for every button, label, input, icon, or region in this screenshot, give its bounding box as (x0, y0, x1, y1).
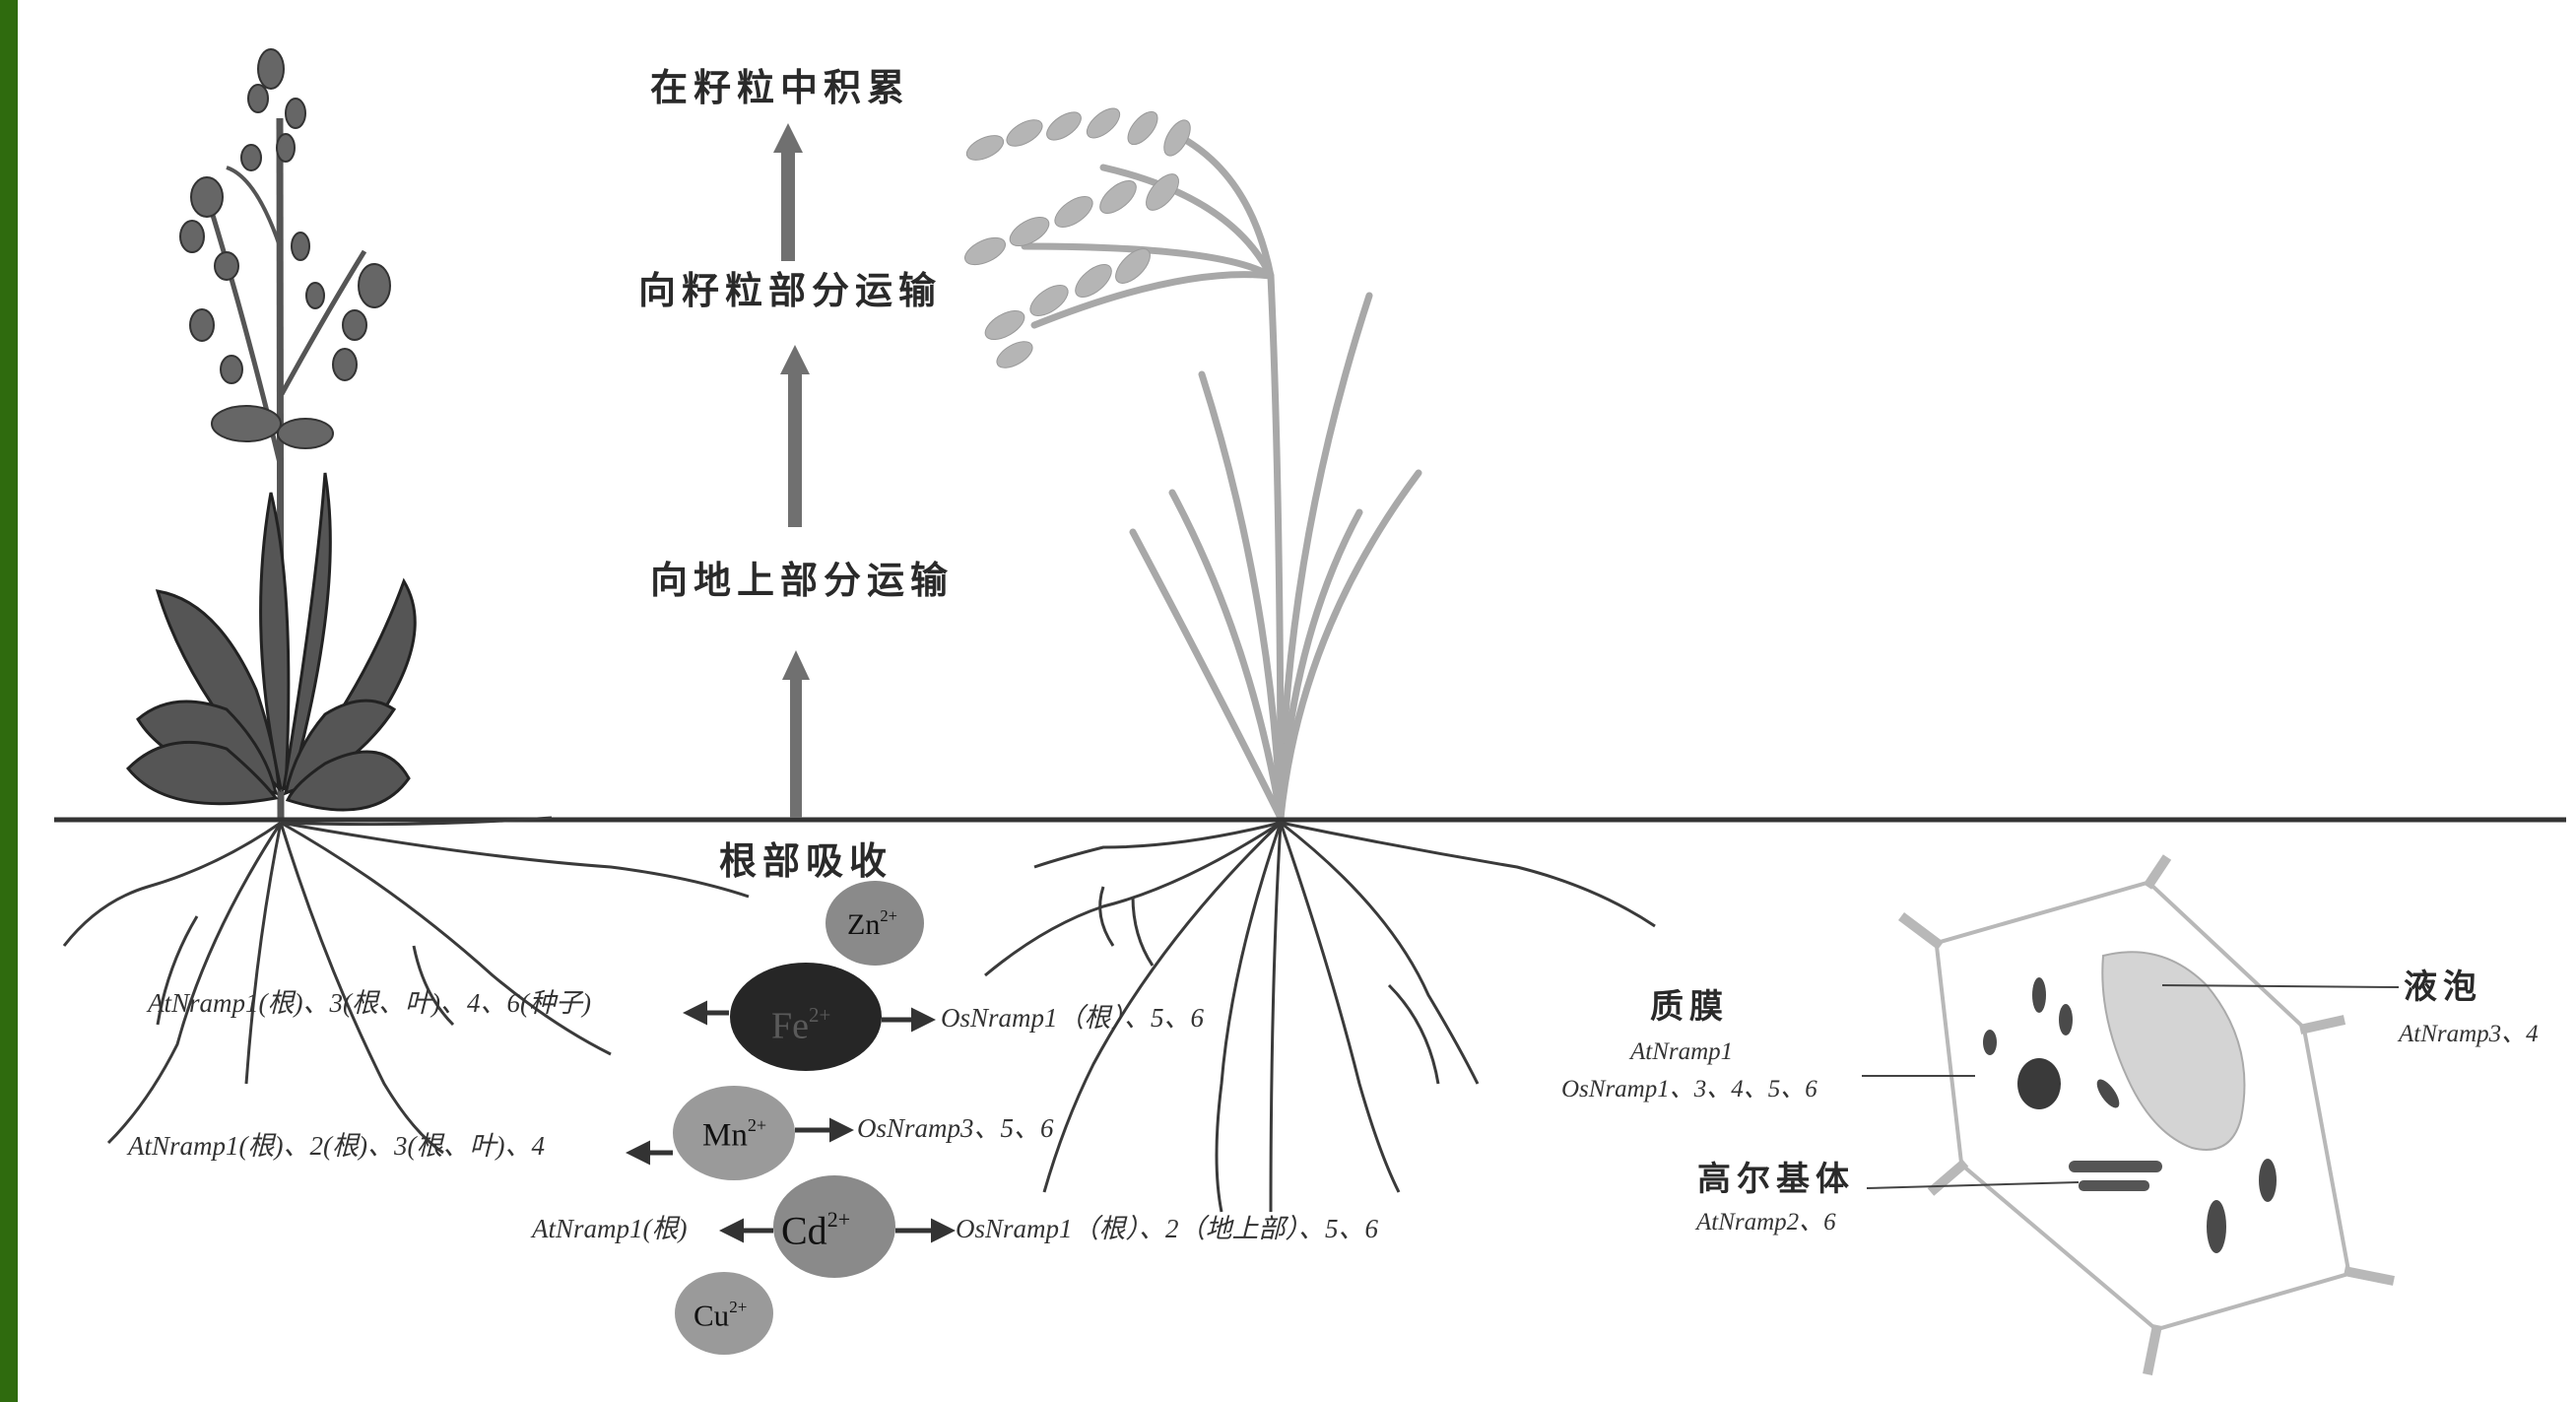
fe-arabidopsis-genes: AtNramp1(根)、3(根、叶)、4、6(种子) (148, 990, 591, 1017)
cd-arabidopsis-genes: AtNramp1(根) (532, 1216, 688, 1242)
golgi-body (2069, 1161, 2162, 1172)
fe-ion-label: Fe2+ (771, 1005, 830, 1045)
cd-ion-label: Cd2+ (781, 1209, 850, 1251)
upward-arrows (773, 123, 810, 818)
rice-grain-icon (960, 102, 1195, 372)
golgi-genes: AtNramp2、6 (1696, 1210, 1836, 1235)
zn-ion-label: Zn2+ (847, 908, 897, 940)
mn-ion-label: Mn2+ (702, 1116, 766, 1153)
fe-rice-genes: OsNramp1（根）、5、6 (941, 1005, 1204, 1032)
label-root-absorption: 根部吸收 (719, 842, 892, 880)
plant-cell-icon (1901, 857, 2394, 1374)
label-transport-aboveground: 向地上部分运输 (650, 562, 954, 599)
vacuole-label: 液泡 (2404, 970, 2482, 1004)
rice-plant-icon (1024, 138, 1419, 818)
golgi-label: 高尔基体 (1697, 1163, 1855, 1196)
mn-arabidopsis-genes: AtNramp1(根)、2(根)、3(根、叶)、4 (128, 1133, 545, 1160)
arabidopsis-roots (64, 818, 749, 1153)
arabidopsis-plant-icon (128, 49, 415, 818)
mn-rice-genes: OsNramp3、5、6 (857, 1115, 1054, 1142)
vacuole-genes: AtNramp3、4 (2399, 1022, 2539, 1046)
nucleus (2017, 1058, 2061, 1109)
plasma-membrane-at-genes: AtNramp1 (1630, 1039, 1733, 1064)
plasma-membrane-os-genes: OsNramp1、3、4、5、6 (1561, 1077, 1817, 1102)
plasma-membrane-label: 质膜 (1650, 990, 1729, 1024)
cu-ion-label: Cu2+ (694, 1299, 747, 1331)
label-accumulate-in-grain: 在籽粒中积累 (650, 69, 910, 106)
label-transport-to-grain: 向籽粒部分运输 (638, 272, 942, 309)
cd-rice-genes: OsNramp1（根）、2（地上部）、5、6 (956, 1216, 1378, 1242)
